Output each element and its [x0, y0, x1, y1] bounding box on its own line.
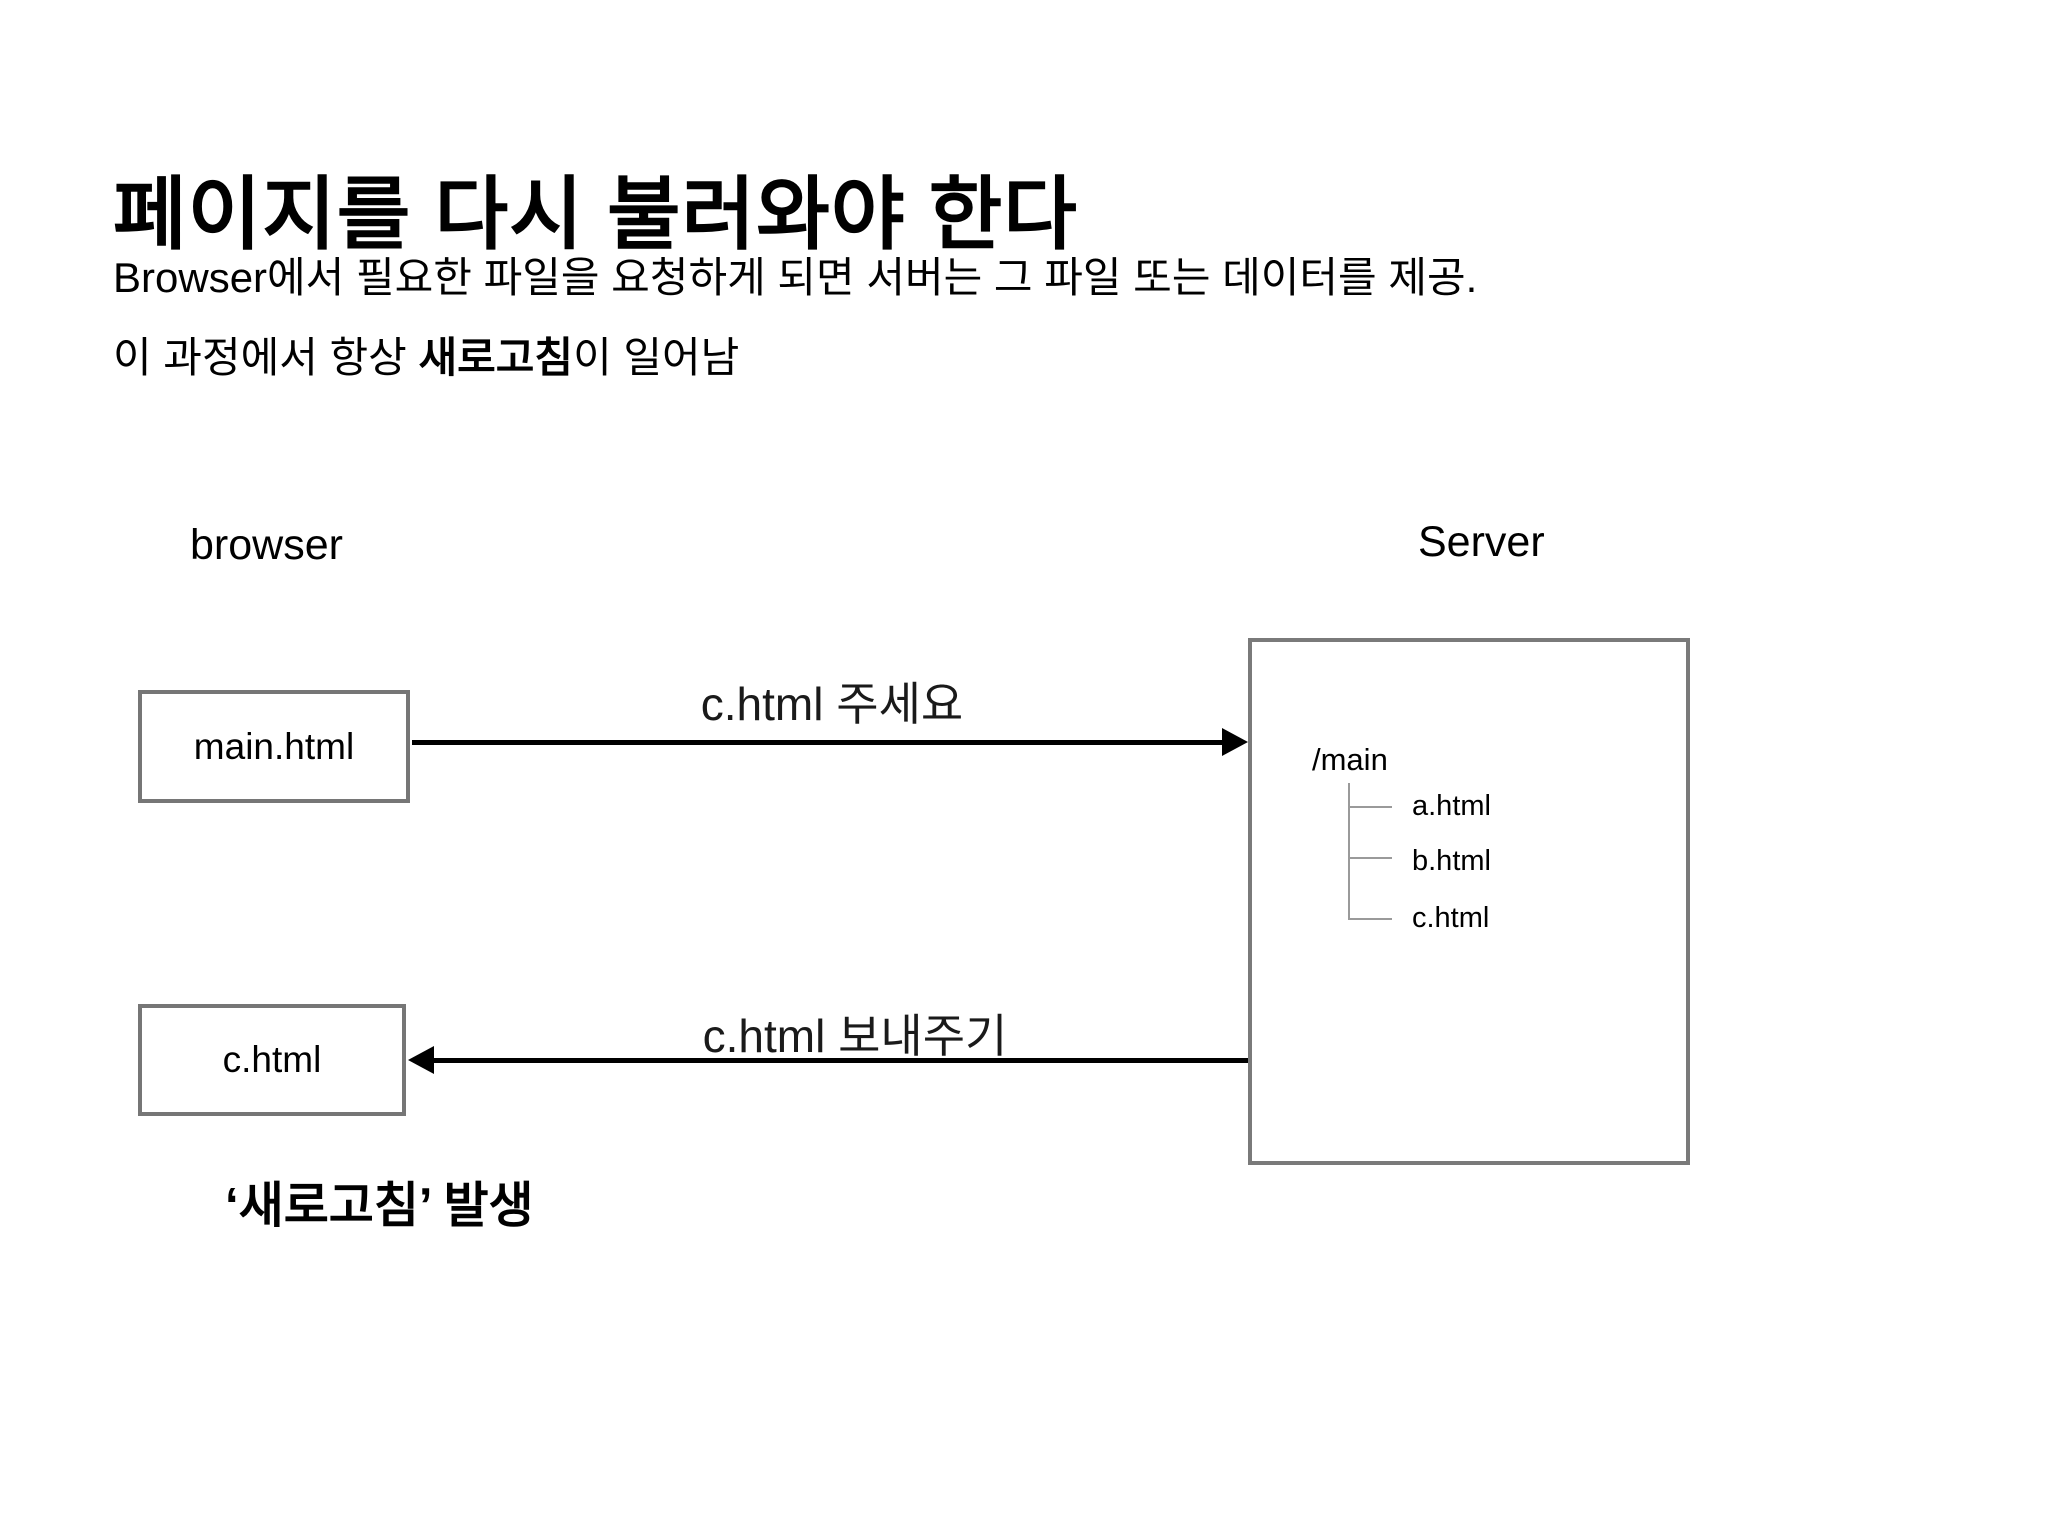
response-arrow [434, 1058, 1248, 1063]
server-root-dir: /main [1312, 742, 1388, 777]
request-arrow [412, 740, 1224, 745]
tree-branch-a [1348, 806, 1392, 808]
description-line-1: Browser에서 필요한 파일을 요청하게 되면 서버는 그 파일 또는 데이… [113, 254, 1478, 301]
c-html-box-label: c.html [222, 1039, 322, 1080]
tree-vertical-line [1348, 783, 1350, 920]
server-file-a: a.html [1412, 790, 1491, 822]
page-title: 페이지를 다시 불러와야 한다 [113, 169, 1078, 259]
footnote-text: ‘새로고침’ 발생 [225, 1179, 534, 1233]
tree-branch-c [1348, 918, 1392, 920]
request-arrow-label: c.html 주세요 [700, 678, 964, 730]
c-html-box: c.html [138, 1004, 406, 1116]
tree-branch-b [1348, 857, 1392, 859]
main-html-box-label: main.html [193, 725, 355, 767]
response-arrowhead-icon [408, 1046, 434, 1074]
response-arrow-label: c.html 보내주기 [702, 1010, 1008, 1062]
description-line-2: 이 과정에서 항상 새로고침이 일어남 [113, 318, 1477, 398]
server-file-b: b.html [1412, 845, 1491, 877]
description-text: Browser에서 필요한 파일을 요청하게 되면 서버는 그 파일 또는 데이… [113, 238, 1477, 398]
description-line-2-suffix: 이 일어남 [573, 334, 740, 381]
description-line-2-prefix: 이 과정에서 항상 [113, 334, 419, 381]
request-arrowhead-icon [1222, 728, 1248, 756]
server-file-c: c.html [1412, 902, 1490, 934]
server-label: Server [1418, 518, 1545, 566]
browser-label: browser [190, 521, 343, 569]
server-box [1248, 638, 1690, 1165]
description-line-2-bold: 새로고침 [418, 334, 574, 381]
main-html-box: main.html [138, 690, 410, 803]
